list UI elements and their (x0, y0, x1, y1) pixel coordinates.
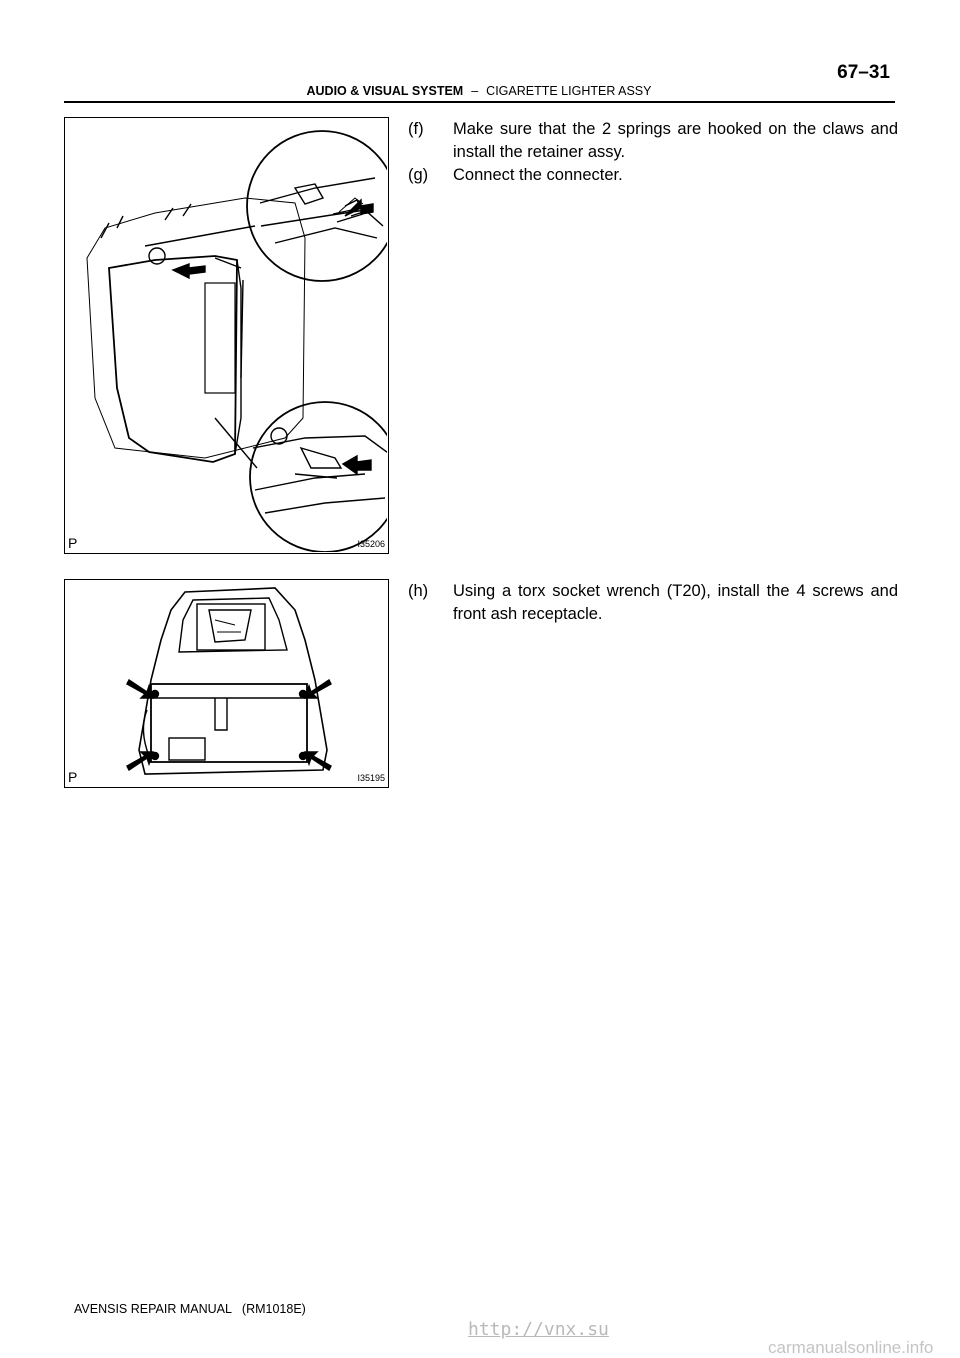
section-title: AUDIO & VISUAL SYSTEM (306, 84, 464, 98)
step-h: (h) Using a torx socket wrench (T20), in… (408, 580, 898, 626)
page-footer: AVENSIS REPAIR MANUAL (RM1018E) (74, 1302, 306, 1316)
step-marker: (h) (408, 582, 429, 600)
ash-receptacle-illustration (126, 587, 332, 775)
retainer-illustration (86, 130, 387, 552)
figure-code: I35195 (357, 773, 385, 783)
step-g: (g) Connect the connecter. (408, 164, 898, 187)
figure-letter: P (68, 535, 78, 551)
figure-code: I35206 (357, 539, 385, 549)
figure-retainer-install: P I35206 (64, 117, 389, 554)
brand-watermark: carmanualsonline.info (768, 1338, 934, 1357)
step-marker: (g) (408, 166, 429, 184)
figure-ash-receptacle: P I35195 (64, 579, 389, 788)
step-f: (f) Make sure that the 2 springs are hoo… (408, 118, 898, 164)
header-separator: – (471, 84, 479, 98)
step-text: Using a torx socket wrench (T20), instal… (453, 582, 898, 623)
watermark-link[interactable]: http://vnx.su (468, 1319, 609, 1340)
page-number: 67–31 (837, 62, 890, 83)
step-marker: (f) (408, 120, 424, 138)
manual-code: (RM1018E) (241, 1302, 306, 1316)
manual-title: AVENSIS REPAIR MANUAL (74, 1302, 232, 1316)
header-rule (64, 101, 895, 103)
step-text: Make sure that the 2 springs are hooked … (453, 120, 898, 161)
page-header: AUDIO & VISUAL SYSTEM–CIGARETTE LIGHTER … (64, 84, 894, 100)
step-text: Connect the connecter. (453, 166, 623, 184)
figure-letter: P (68, 769, 78, 785)
subsection-title: CIGARETTE LIGHTER ASSY (486, 84, 652, 98)
